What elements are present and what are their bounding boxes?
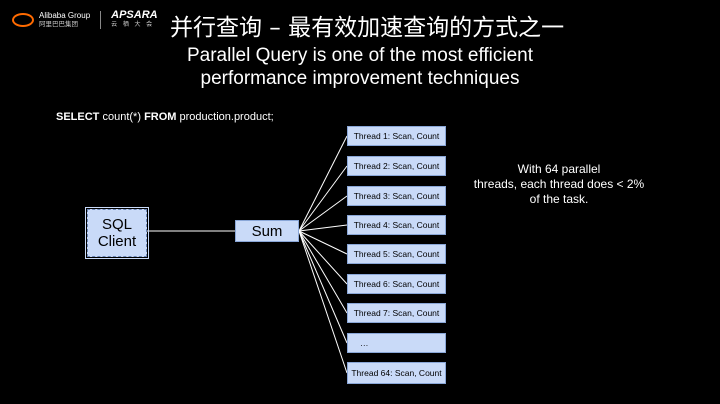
subtitle-line-2: performance improvement techniques bbox=[200, 68, 520, 89]
thread-connector bbox=[298, 224, 348, 232]
logo-divider bbox=[100, 11, 102, 29]
sql-from-keyword: FROM bbox=[144, 111, 177, 123]
sql-expression: count(*) bbox=[102, 111, 141, 123]
thread-ellipsis-box: … bbox=[347, 333, 446, 353]
thread-box: Thread 1: Scan, Count bbox=[347, 126, 446, 146]
thread-box: Thread 6: Scan, Count bbox=[347, 274, 446, 294]
thread-box: Thread 4: Scan, Count bbox=[347, 215, 446, 235]
alibaba-logo: Alibaba Group 阿里巴巴集团 bbox=[12, 11, 90, 29]
thread-connector bbox=[298, 165, 348, 232]
sql-client-box: SQL Client bbox=[85, 207, 149, 259]
thread-connector bbox=[298, 230, 348, 344]
thread-box: Thread 7: Scan, Count bbox=[347, 303, 446, 323]
note-line-1: With 64 parallel bbox=[517, 162, 601, 176]
sum-box: Sum bbox=[235, 220, 299, 242]
thread-connector bbox=[298, 195, 348, 232]
client-label-line-2: Client bbox=[97, 233, 137, 250]
thread-connector bbox=[298, 135, 348, 232]
header-logos: Alibaba Group 阿里巴巴集团 APSARA 云 栖 大 会 bbox=[12, 10, 158, 30]
thread-connectors bbox=[298, 135, 348, 374]
apsara-logo: APSARA 云 栖 大 会 bbox=[111, 10, 157, 30]
client-label-line-1: SQL bbox=[101, 216, 132, 233]
thread-box: Thread 3: Scan, Count bbox=[347, 186, 446, 206]
apsara-cn: 云 栖 大 会 bbox=[111, 22, 155, 28]
sql-statement: SELECT count(*) FROM production.product; bbox=[56, 111, 274, 123]
thread-connector bbox=[298, 230, 348, 255]
slide-subtitle: Parallel Query is one of the most effici… bbox=[0, 44, 720, 90]
thread-connector bbox=[298, 230, 348, 285]
alibaba-cn: 阿里巴巴集团 bbox=[39, 21, 78, 28]
sql-select-keyword: SELECT bbox=[56, 111, 100, 123]
thread-box: Thread 64: Scan, Count bbox=[347, 362, 446, 384]
note-line-3: of the task. bbox=[529, 192, 589, 206]
thread-box: Thread 5: Scan, Count bbox=[347, 244, 446, 264]
thread-connector bbox=[298, 230, 348, 374]
subtitle-line-1: Parallel Query is one of the most effici… bbox=[186, 45, 534, 66]
apsara-name: APSARA bbox=[111, 9, 158, 21]
alibaba-mark-icon bbox=[12, 13, 34, 27]
note-line-2: threads, each thread does < 2% bbox=[473, 177, 645, 191]
alibaba-name: Alibaba Group bbox=[39, 11, 91, 20]
thread-box: Thread 2: Scan, Count bbox=[347, 156, 446, 176]
thread-connector bbox=[298, 230, 348, 314]
parallel-note: With 64 parallel threads, each thread do… bbox=[450, 162, 668, 207]
slide-title: 并行查询 – 最有效加速查询的方式之一 bbox=[170, 15, 565, 41]
sql-table: production.product; bbox=[179, 111, 274, 123]
